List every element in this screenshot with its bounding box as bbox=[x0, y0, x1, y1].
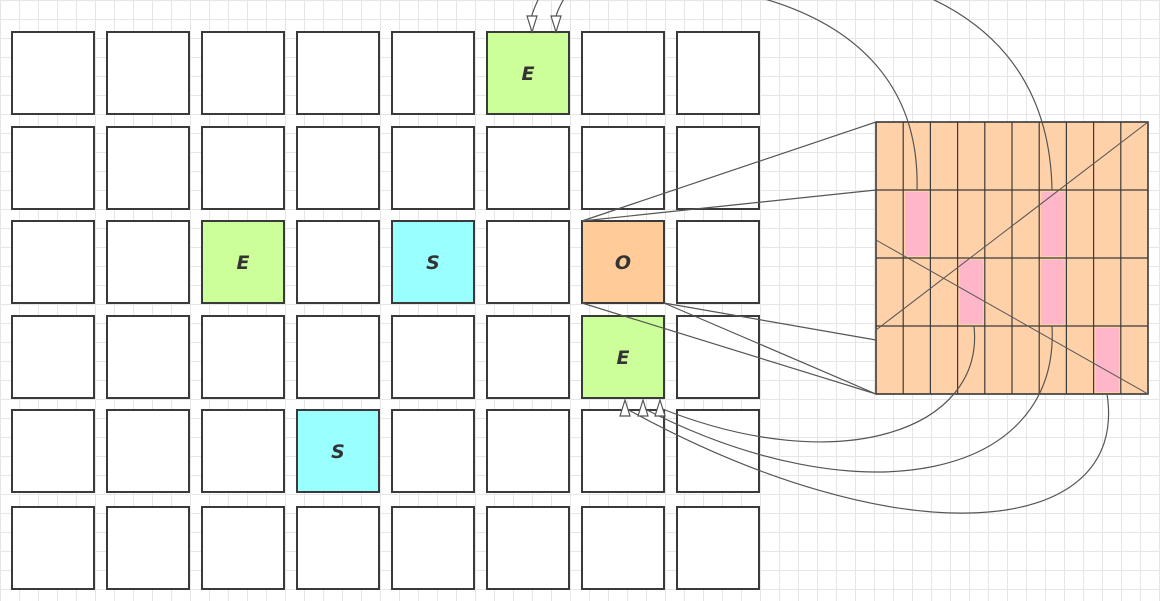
region-cell-r3-c4 bbox=[391, 315, 475, 399]
region-label-empty: E bbox=[237, 252, 250, 274]
arrowhead bbox=[619, 397, 631, 417]
region-cell-r4-c3 bbox=[296, 409, 380, 493]
region-cell-r5-c1 bbox=[106, 506, 190, 590]
arrowhead bbox=[654, 397, 666, 417]
reference-curve bbox=[765, 0, 918, 191]
region-cell-r5-c3 bbox=[296, 506, 380, 590]
region-cell-r2-c3 bbox=[296, 220, 380, 304]
arrowhead bbox=[550, 15, 562, 35]
region-cell-r3-c1 bbox=[106, 315, 190, 399]
zoom-line bbox=[663, 302, 877, 395]
region-cell-r3-c5 bbox=[486, 315, 570, 399]
region-cell-r5-c6 bbox=[581, 506, 665, 590]
dirty-card bbox=[959, 260, 983, 324]
region-cell-r0-c0 bbox=[11, 31, 95, 115]
region-cell-r2-c1 bbox=[106, 220, 190, 304]
region-cell-r0-c6 bbox=[581, 31, 665, 115]
region-cell-r3-c7 bbox=[676, 315, 760, 399]
card-table bbox=[875, 121, 1149, 395]
reference-curve bbox=[659, 325, 976, 443]
reference-lines bbox=[526, 0, 1149, 514]
region-cell-r1-c1 bbox=[106, 126, 190, 210]
region-cell-r3-c2 bbox=[201, 315, 285, 399]
dirty-card bbox=[905, 192, 929, 256]
region-cell-r4-c5 bbox=[486, 409, 570, 493]
region-cell-r1-c2 bbox=[201, 126, 285, 210]
region-cell-r4-c4 bbox=[391, 409, 475, 493]
region-cell-r1-c4 bbox=[391, 126, 475, 210]
region-cell-r3-c0 bbox=[11, 315, 95, 399]
region-cell-r2-c2 bbox=[201, 220, 285, 304]
region-cell-r2-c5 bbox=[486, 220, 570, 304]
table-diagonal-line bbox=[875, 239, 1149, 395]
region-cell-r5-c2 bbox=[201, 506, 285, 590]
dirty-card bbox=[1041, 192, 1065, 256]
reference-curve bbox=[932, 0, 1053, 191]
region-cell-r0-c1 bbox=[106, 31, 190, 115]
region-cell-r1-c6 bbox=[581, 126, 665, 210]
region-cell-r3-c3 bbox=[296, 315, 380, 399]
region-cell-r1-c0 bbox=[11, 126, 95, 210]
region-cell-r4-c0 bbox=[11, 409, 95, 493]
card-table-outline bbox=[875, 121, 1149, 395]
region-cell-r5-c7 bbox=[676, 506, 760, 590]
region-cell-r0-c2 bbox=[201, 31, 285, 115]
dirty-card bbox=[1041, 260, 1065, 324]
region-label-empty: E bbox=[522, 63, 535, 85]
region-grid: E E S O E S bbox=[11, 31, 760, 590]
region-cell-r0-c5 bbox=[486, 31, 570, 115]
region-cell-r1-c5 bbox=[486, 126, 570, 210]
region-label-old: O bbox=[615, 252, 631, 274]
region-cell-r0-c7 bbox=[676, 31, 760, 115]
region-cell-r2-c7 bbox=[676, 220, 760, 304]
region-cell-r2-c4 bbox=[391, 220, 475, 304]
zoom-line bbox=[581, 302, 877, 395]
arrowhead bbox=[526, 15, 538, 35]
region-cell-r5-c4 bbox=[391, 506, 475, 590]
arrowhead bbox=[637, 397, 649, 417]
region-cell-r0-c3 bbox=[296, 31, 380, 115]
region-cell-r5-c0 bbox=[11, 506, 95, 590]
region-cell-r2-c6 bbox=[581, 220, 665, 304]
region-cell-r4-c1 bbox=[106, 409, 190, 493]
region-cell-r0-c4 bbox=[391, 31, 475, 115]
reference-curve bbox=[624, 393, 1110, 514]
region-cell-r1-c3 bbox=[296, 126, 380, 210]
region-cell-r5-c5 bbox=[486, 506, 570, 590]
region-label-survivor: S bbox=[426, 252, 440, 274]
region-label-empty: E bbox=[617, 347, 630, 369]
zoom-line bbox=[581, 189, 877, 222]
region-cell-r3-c6 bbox=[581, 315, 665, 399]
region-cell-r4-c6 bbox=[581, 409, 665, 493]
zoom-line bbox=[663, 302, 877, 341]
dirty-card bbox=[1095, 328, 1119, 392]
region-cell-r2-c0 bbox=[11, 220, 95, 304]
reference-curve bbox=[642, 325, 1053, 473]
zoom-line bbox=[581, 121, 877, 222]
region-cell-r4-c2 bbox=[201, 409, 285, 493]
table-diagonal-line bbox=[875, 121, 1149, 331]
region-cell-r1-c7 bbox=[676, 126, 760, 210]
region-label-survivor: S bbox=[331, 441, 345, 463]
